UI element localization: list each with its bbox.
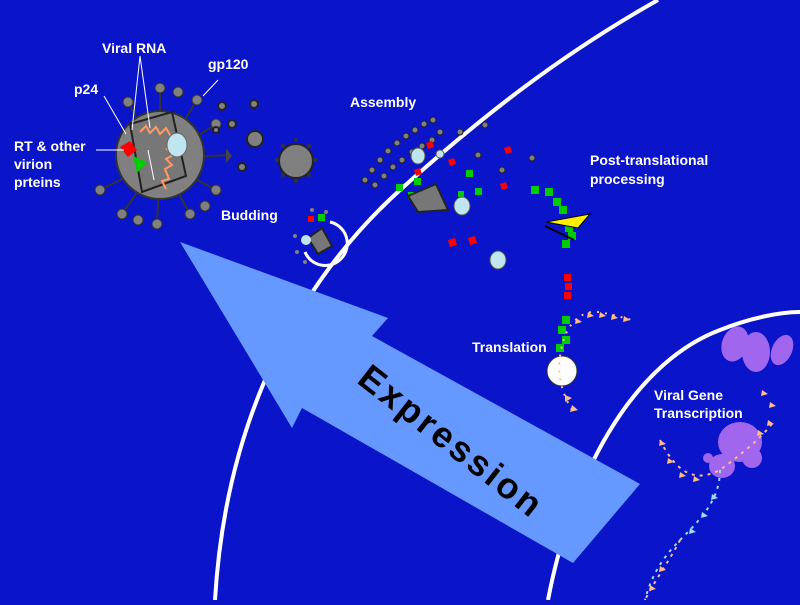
ribosome (547, 356, 577, 386)
label-transcription-line2: Transcription (654, 405, 743, 422)
virion-protein-light (167, 133, 187, 157)
label-gp120: gp120 (208, 56, 248, 73)
label-rt-line3: prteins (14, 174, 61, 191)
label-viral-rna: Viral RNA (102, 40, 166, 57)
label-translation: Translation (472, 339, 547, 356)
label-assembly: Assembly (350, 94, 416, 111)
immature-particles (213, 100, 313, 178)
protease-scissors (546, 214, 590, 228)
label-post-translational-line2: processing (590, 171, 665, 188)
label-budding: Budding (221, 207, 278, 224)
label-rt-line1: RT & other (14, 138, 86, 155)
assembly-capsid (408, 184, 448, 212)
label-transcription-line1: Viral Gene (654, 387, 723, 404)
mature-virion (95, 83, 232, 229)
label-rt-line2: virion (14, 156, 52, 173)
label-p24: p24 (74, 81, 98, 98)
label-post-translational-line1: Post-translational (590, 152, 708, 169)
